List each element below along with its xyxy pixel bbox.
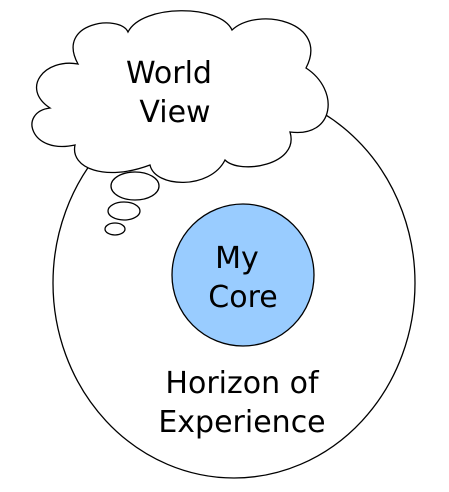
thought-bubble-medium	[107, 201, 141, 221]
thought-bubble-large	[110, 171, 160, 201]
core-label-line2: Core	[208, 280, 277, 315]
core-circle	[171, 203, 315, 347]
thought-bubble-small	[104, 222, 126, 236]
world-view-cloud	[31, 10, 329, 183]
core-label-line1: My	[215, 241, 259, 276]
cloud-label-line2: View	[139, 95, 210, 130]
cloud-label-line1: World	[126, 56, 212, 91]
horizon-label-line1: Horizon of	[165, 366, 320, 401]
horizon-label-line2: Experience	[158, 405, 325, 440]
